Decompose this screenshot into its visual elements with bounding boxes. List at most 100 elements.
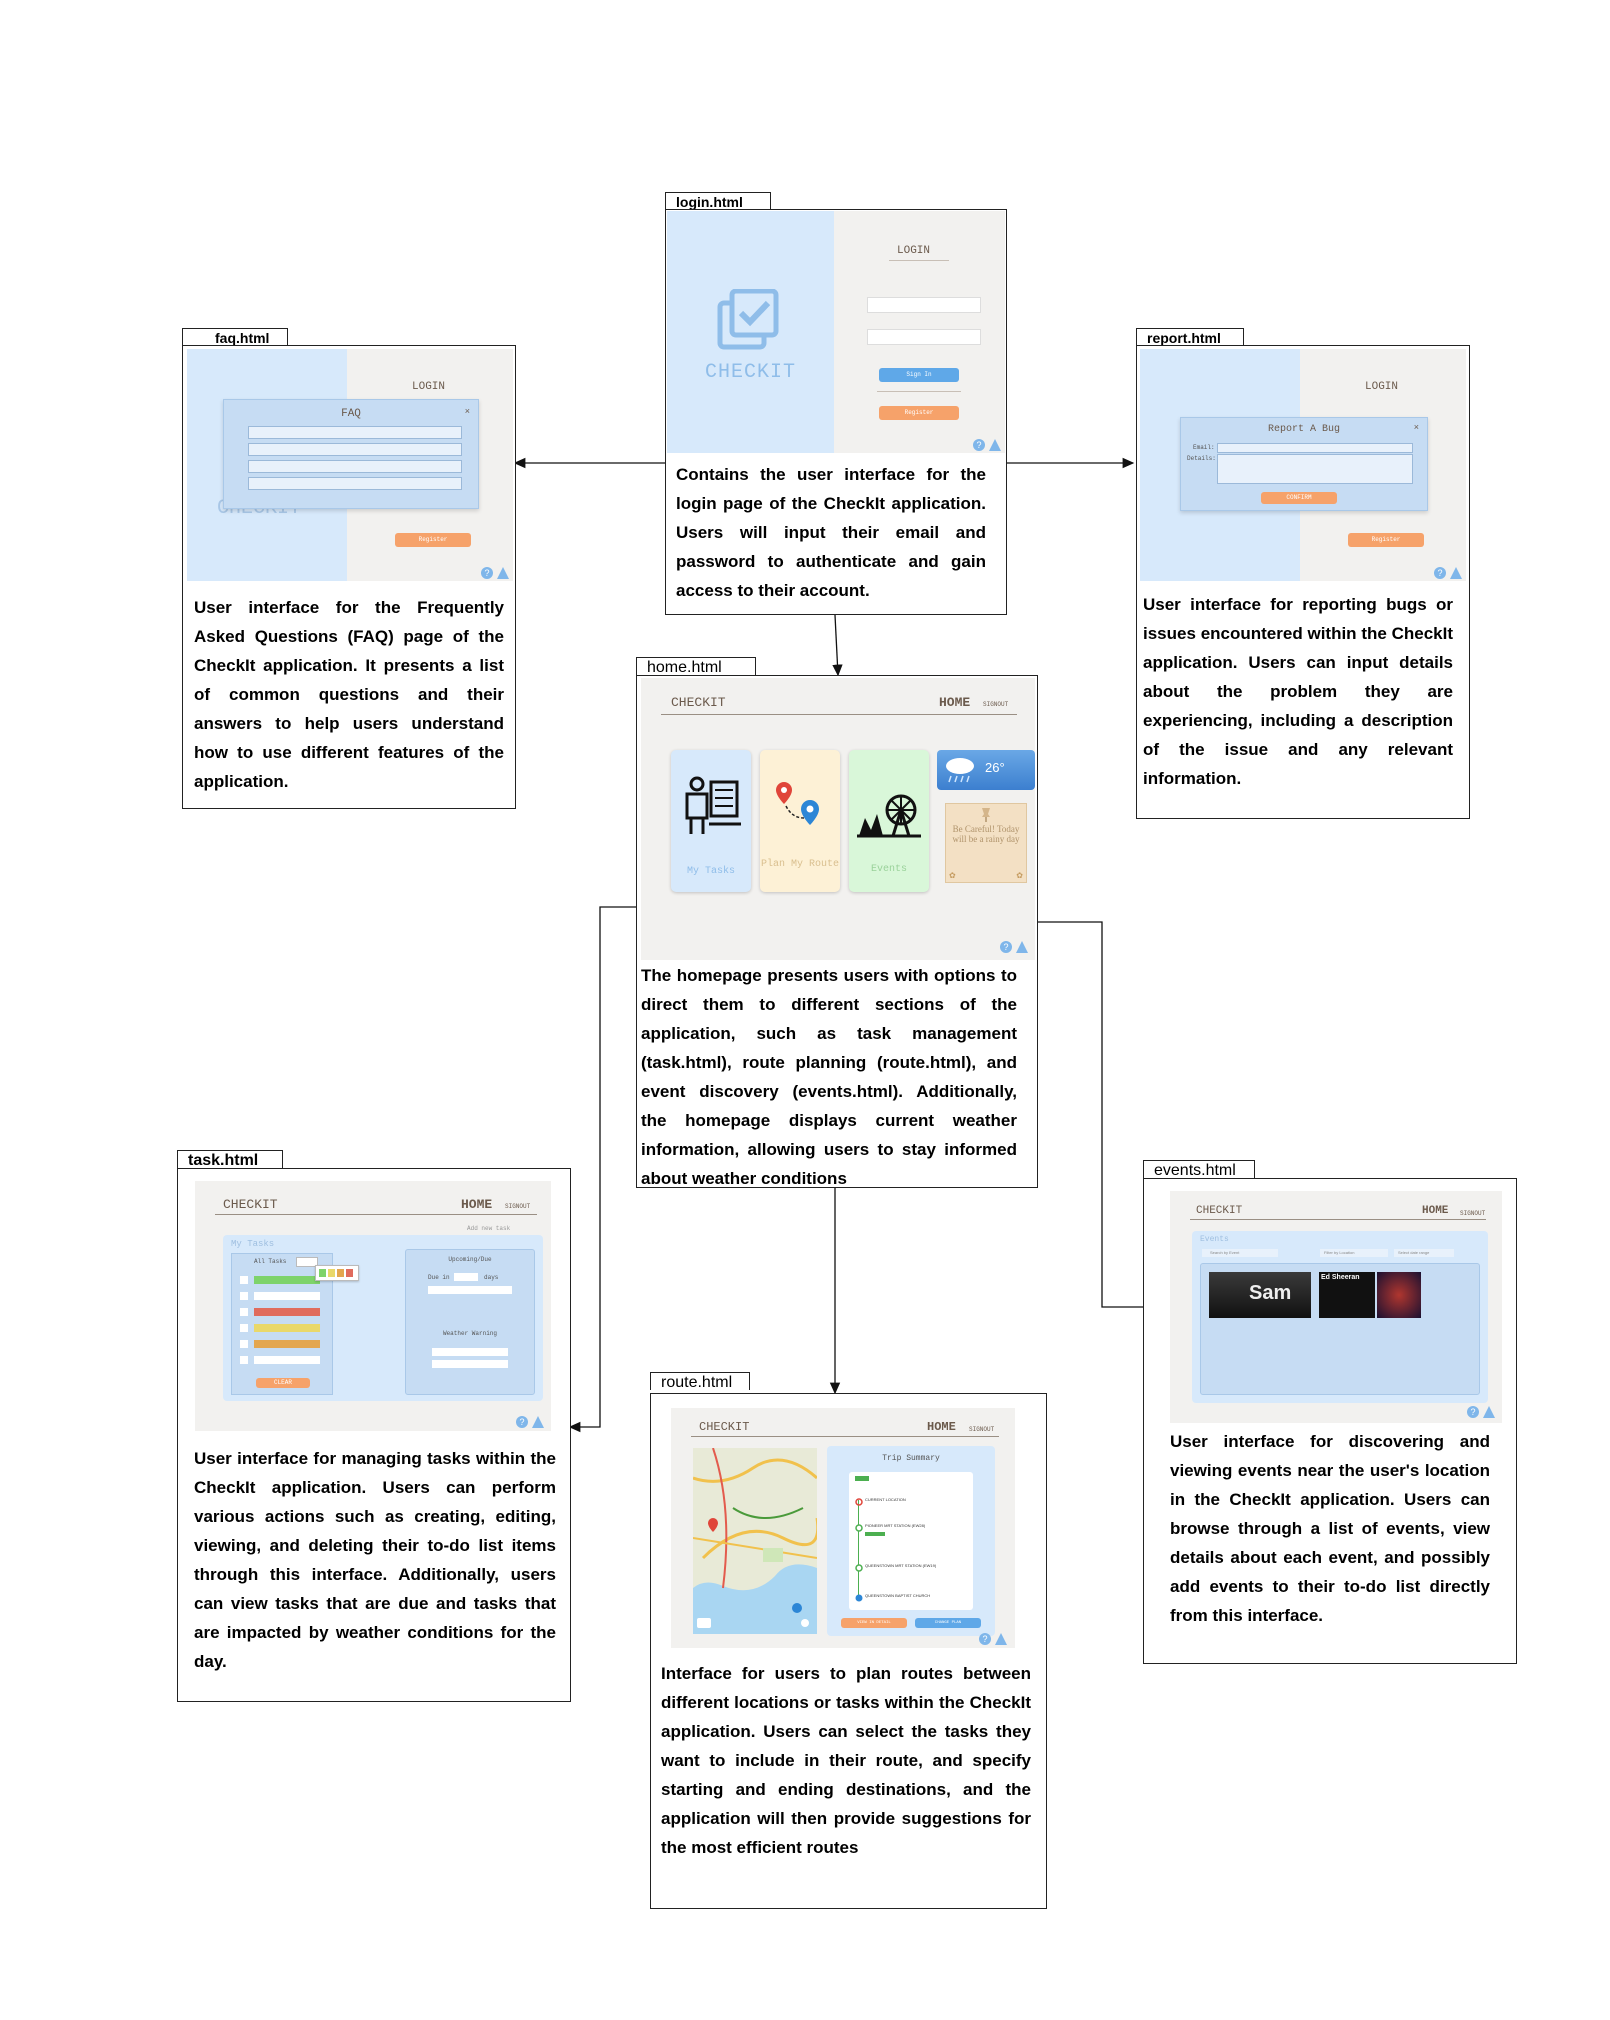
details-field[interactable] xyxy=(1217,454,1413,484)
faq-question-1[interactable] xyxy=(248,426,462,439)
task-checkbox[interactable] xyxy=(240,1324,248,1332)
email-field[interactable] xyxy=(867,297,981,313)
nav-signout-link[interactable]: SIGNOUT xyxy=(1460,1210,1486,1217)
task-item[interactable] xyxy=(254,1340,320,1348)
color-swatch-green[interactable] xyxy=(319,1269,326,1277)
warning-icon[interactable] xyxy=(1015,940,1029,954)
color-swatch-yellow[interactable] xyxy=(328,1269,335,1277)
warning-icon[interactable] xyxy=(994,1632,1008,1646)
task-checkbox[interactable] xyxy=(240,1308,248,1316)
login-screenshot: CHECKIT LOGIN Sign In Register ? xyxy=(667,211,1005,453)
help-icon[interactable]: ? xyxy=(999,940,1013,954)
nav-home-link[interactable]: HOME xyxy=(927,1420,956,1434)
register-button[interactable]: Register xyxy=(1348,533,1424,547)
sign-in-button[interactable]: Sign In xyxy=(879,368,959,382)
color-swatch-red[interactable] xyxy=(346,1269,353,1277)
route-stop-2: PIONEER MRT STATION (EW28) xyxy=(865,1523,926,1528)
warning-icon[interactable] xyxy=(531,1415,545,1429)
nav-signout-link[interactable]: SIGNOUT xyxy=(505,1203,531,1210)
nav-home-link[interactable]: HOME xyxy=(461,1197,493,1212)
trip-summary-panel: Trip Summary CURRENT LOCATION PIONEER MR… xyxy=(827,1446,995,1636)
register-button[interactable]: Register xyxy=(395,533,471,547)
clear-button[interactable]: CLEAR xyxy=(256,1378,310,1388)
nav-divider xyxy=(691,1436,999,1437)
event-poster[interactable]: Sam xyxy=(1209,1272,1311,1318)
faq-question-4[interactable] xyxy=(248,477,462,490)
faq-question-2[interactable] xyxy=(248,443,462,456)
warning-icon[interactable] xyxy=(1449,566,1463,580)
due-days-input[interactable] xyxy=(454,1273,478,1281)
nav-logo[interactable]: CHECKIT xyxy=(671,695,726,710)
color-picker[interactable] xyxy=(315,1265,359,1281)
my-tasks-panel: My Tasks All Tasks CLEAR xyxy=(223,1235,543,1401)
task-item[interactable] xyxy=(254,1324,320,1332)
help-icon[interactable]: ? xyxy=(978,1632,992,1646)
help-icon[interactable]: ? xyxy=(972,438,986,452)
task-filter-select[interactable] xyxy=(296,1257,318,1267)
my-tasks-label: My Tasks xyxy=(686,866,735,877)
stop-dot-icon xyxy=(855,1524,863,1532)
task-item[interactable] xyxy=(254,1276,320,1284)
events-list: Sam Ed Sheeran xyxy=(1200,1263,1480,1395)
faq-description: User interface for the Frequently Asked … xyxy=(194,598,504,791)
faq-question-3[interactable] xyxy=(248,460,462,473)
task-checkbox[interactable] xyxy=(240,1292,248,1300)
nav-logo[interactable]: CHECKIT xyxy=(1196,1205,1243,1217)
report-modal-title: Report A Bug xyxy=(1267,424,1340,435)
nav-home-link[interactable]: HOME xyxy=(939,695,971,710)
due-in-label: Due in xyxy=(428,1274,450,1281)
view-in-detail-button[interactable]: VIEW IN DETAIL xyxy=(841,1618,907,1628)
report-screenshot: LOGIN Register Report A Bug × Email: Det… xyxy=(1140,349,1466,581)
route-map[interactable] xyxy=(693,1448,817,1634)
confirm-button[interactable]: CONFIRM xyxy=(1261,492,1337,504)
nav-home-link[interactable]: HOME xyxy=(1422,1205,1449,1217)
location-filter-select[interactable]: Filter by Location xyxy=(1320,1249,1388,1257)
nav-logo[interactable]: CHECKIT xyxy=(699,1420,750,1434)
event-poster[interactable]: Ed Sheeran xyxy=(1319,1272,1375,1318)
register-button[interactable]: Register xyxy=(879,406,959,420)
route-stop-1: CURRENT LOCATION xyxy=(865,1497,906,1502)
task-checkbox[interactable] xyxy=(240,1276,248,1284)
svg-text:?: ? xyxy=(484,568,489,578)
arrow-home-to-task xyxy=(568,906,636,1433)
task-item[interactable] xyxy=(254,1308,320,1316)
start-pin-icon xyxy=(855,1498,863,1506)
cloud-rain-icon xyxy=(946,758,974,783)
email-field[interactable] xyxy=(1217,443,1413,453)
event-search-input[interactable]: Search by Event xyxy=(1202,1249,1278,1257)
color-swatch-orange[interactable] xyxy=(337,1269,344,1277)
events-card[interactable]: Events xyxy=(849,750,929,892)
task-item[interactable] xyxy=(254,1356,320,1364)
close-icon[interactable]: × xyxy=(464,406,470,416)
events-tab: events.html xyxy=(1143,1160,1255,1179)
warning-icon[interactable] xyxy=(496,566,510,580)
close-icon[interactable]: × xyxy=(1413,422,1419,432)
svg-text:?: ? xyxy=(982,1634,987,1644)
pin-icon xyxy=(982,808,990,822)
help-icon[interactable]: ? xyxy=(515,1415,529,1429)
password-field[interactable] xyxy=(867,329,981,345)
task-checkbox[interactable] xyxy=(240,1340,248,1348)
warning-icon[interactable] xyxy=(1482,1405,1496,1419)
nav-signout-link[interactable]: SIGNOUT xyxy=(969,1426,995,1433)
event-poster[interactable] xyxy=(1377,1272,1421,1318)
login-description: Contains the user interface for the logi… xyxy=(676,465,986,600)
warning-icon[interactable] xyxy=(988,438,1002,452)
nav-logo[interactable]: CHECKIT xyxy=(223,1197,278,1212)
events-panel: Events Search by Event Filter by Locatio… xyxy=(1192,1231,1488,1403)
help-icon[interactable]: ? xyxy=(480,566,494,580)
my-tasks-card[interactable]: My Tasks xyxy=(671,750,751,892)
line-badge xyxy=(865,1532,885,1536)
nav-signout-link[interactable]: SIGNOUT xyxy=(983,701,1009,708)
change-plan-button[interactable]: CHANGE PLAN xyxy=(915,1618,981,1628)
events-card: CHECKIT HOME SIGNOUT Events Search by Ev… xyxy=(1143,1178,1517,1664)
help-icon[interactable]: ? xyxy=(1433,566,1447,580)
task-checkbox[interactable] xyxy=(240,1356,248,1364)
help-icon[interactable]: ? xyxy=(1466,1405,1480,1419)
task-item[interactable] xyxy=(254,1292,320,1300)
plan-route-card[interactable]: Plan My Route xyxy=(760,750,840,892)
add-task-link[interactable]: Add new task xyxy=(467,1225,511,1232)
warning-item xyxy=(432,1348,508,1356)
date-range-input[interactable]: Select date range xyxy=(1394,1249,1454,1257)
task-screenshot: CHECKIT HOME SIGNOUT Add new task My Tas… xyxy=(195,1181,551,1431)
